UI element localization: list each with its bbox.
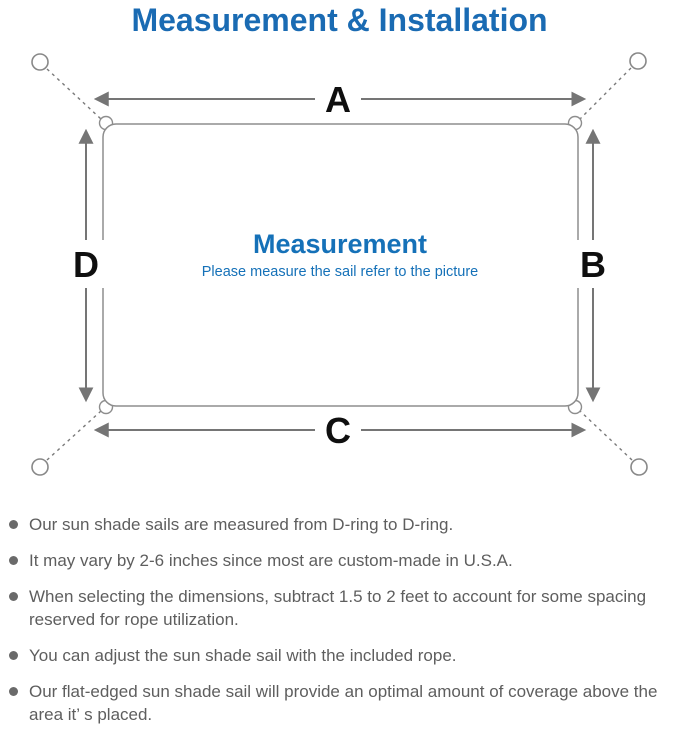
dimension-label-c: C: [325, 410, 351, 451]
label-gap-c: [315, 411, 361, 449]
rope-line-bottom-left: [46, 410, 102, 461]
anchor-ring-top-right: [629, 52, 647, 70]
notes-list: Our sun shade sails are measured from D-…: [0, 499, 679, 726]
label-gap-a: [315, 80, 361, 118]
dimension-label-a: A: [325, 79, 351, 120]
anchor-ring-top-left: [31, 53, 49, 71]
rope-line-bottom-right: [579, 410, 633, 461]
rope-line-top-right: [579, 67, 632, 120]
bullet-icon: [9, 556, 18, 565]
page-title: Measurement & Installation: [131, 2, 548, 38]
anchor-ring-bottom-left: [31, 458, 49, 476]
note-text: Our sun shade sails are measured from D-…: [29, 515, 454, 534]
bullet-icon: [9, 592, 18, 601]
list-item: When selecting the dimensions, subtract …: [9, 585, 669, 631]
center-caption: Please measure the sail refer to the pic…: [202, 264, 478, 280]
note-text: Our flat-edged sun shade sail will provi…: [29, 682, 658, 724]
note-text: When selecting the dimensions, subtract …: [29, 587, 647, 629]
bullet-icon: [9, 687, 18, 696]
note-text: It may vary by 2-6 inches since most are…: [29, 551, 513, 570]
bullet-icon: [9, 651, 18, 660]
list-item: Our sun shade sails are measured from D-…: [9, 513, 669, 536]
note-text: You can adjust the sun shade sail with t…: [29, 646, 457, 665]
label-gap-d: [64, 240, 108, 288]
list-item: It may vary by 2-6 inches since most are…: [9, 549, 669, 572]
dimension-label-b: B: [580, 244, 606, 285]
center-heading: Measurement: [253, 229, 427, 259]
rope-line-top-left: [46, 68, 102, 120]
dimension-label-d: D: [73, 244, 99, 285]
list-item: Our flat-edged sun shade sail will provi…: [9, 680, 669, 726]
list-item: You can adjust the sun shade sail with t…: [9, 644, 669, 667]
sail-diagram-svg: A B C D Measurement Please measure the s…: [31, 52, 648, 476]
measurement-diagram: A B C D Measurement Please measure the s…: [0, 39, 679, 499]
bullet-icon: [9, 520, 18, 529]
anchor-ring-bottom-right: [630, 458, 648, 476]
label-gap-b: [571, 240, 615, 288]
